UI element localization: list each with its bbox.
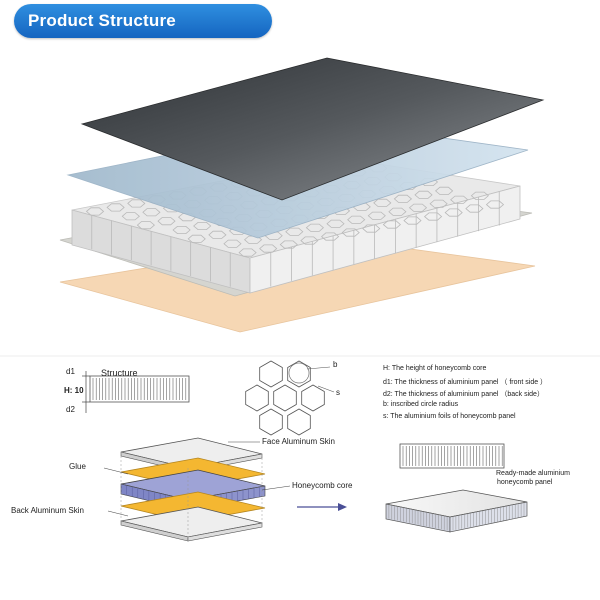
legend-item-s: s: The aluminium foils of honeycomb pane… <box>383 413 516 420</box>
d1-label: d1 <box>66 367 75 376</box>
hexagon-cell-diagram <box>245 360 325 436</box>
page-title: Product Structure <box>28 11 176 30</box>
legend-item-d1: d1: The thickness of aluminium panel （ f… <box>383 379 548 386</box>
top-sheet <box>80 57 545 201</box>
glue-label: Glue <box>69 462 86 471</box>
right-arrow-icon <box>297 503 347 511</box>
ready-made-label-2: honeycomb panel <box>497 479 553 486</box>
ready-made-label-1: Ready-made aluminium <box>496 470 570 477</box>
face-skin-label: Face Aluminum Skin <box>262 437 335 446</box>
b-label: b <box>333 360 338 369</box>
h-label: H: 10 <box>64 386 84 395</box>
structure-label: Structure <box>101 368 138 378</box>
back-skin-label: Back Aluminum Skin <box>11 506 84 515</box>
legend-item-d2: d2: The thickness of aluminium panel （ba… <box>383 391 544 398</box>
legend-item-b: b: inscribed circle radius <box>383 401 459 408</box>
core-label: Honeycomb core <box>292 481 353 490</box>
structure-section-diagram <box>82 371 190 413</box>
d2-label: d2 <box>66 405 75 414</box>
header-banner <box>14 4 272 38</box>
inscribed-circle <box>288 362 310 384</box>
ready-made-panel <box>385 443 528 533</box>
legend-item-h: H: The height of honeycomb core <box>383 365 487 372</box>
assembly-exploded-view <box>103 437 291 542</box>
s-label: s <box>336 388 340 397</box>
